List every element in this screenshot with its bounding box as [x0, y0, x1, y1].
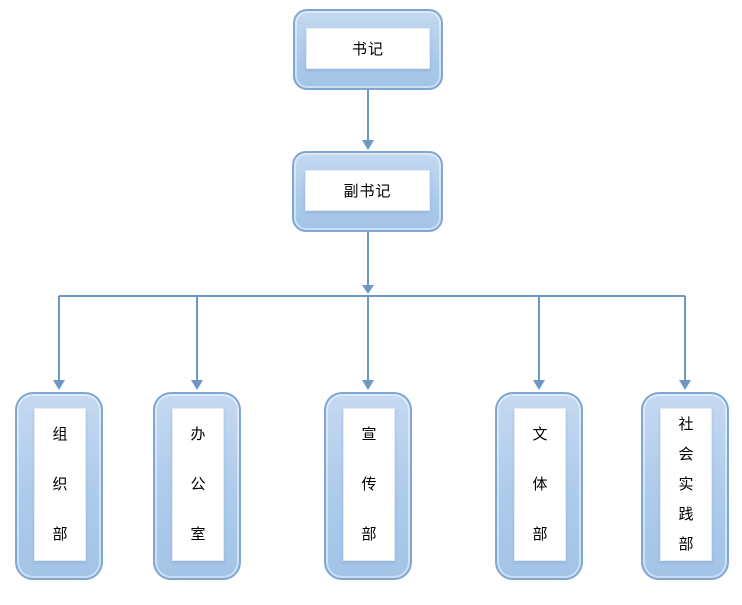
node-publicity-dept-panel: 宣传部 [343, 408, 395, 561]
node-secretary-panel: 书记 [306, 28, 430, 69]
node-office-panel: 办公室 [172, 408, 224, 561]
arrowhead-dept-1 [53, 380, 65, 390]
node-culture-sports-dept-label: 文体部 [532, 425, 548, 544]
node-organization-dept-panel: 组织部 [34, 408, 86, 561]
arrowhead-dept-2 [191, 380, 203, 390]
node-social-practice-dept-label: 社会实践部 [678, 415, 694, 554]
arrowhead-deputy [362, 140, 374, 150]
node-office[interactable]: 办公室 [153, 392, 241, 580]
node-culture-sports-dept-panel: 文体部 [514, 408, 566, 561]
arrowhead-dept-3 [362, 380, 374, 390]
node-deputy-secretary-label: 副书记 [343, 183, 392, 200]
arrowhead-dept-4 [533, 380, 545, 390]
node-social-practice-dept-panel: 社会实践部 [660, 408, 712, 561]
node-secretary[interactable]: 书记 [293, 9, 443, 90]
node-office-label: 办公室 [190, 425, 206, 544]
node-organization-dept[interactable]: 组织部 [15, 392, 103, 580]
arrowhead-dept-5 [679, 380, 691, 390]
node-organization-dept-label: 组织部 [52, 425, 68, 544]
arrowhead-branch [362, 285, 374, 294]
node-deputy-secretary-panel: 副书记 [305, 170, 430, 211]
node-culture-sports-dept[interactable]: 文体部 [495, 392, 583, 580]
node-publicity-dept[interactable]: 宣传部 [324, 392, 412, 580]
node-secretary-label: 书记 [351, 41, 384, 58]
node-publicity-dept-label: 宣传部 [361, 425, 377, 544]
node-deputy-secretary[interactable]: 副书记 [292, 151, 443, 232]
node-social-practice-dept[interactable]: 社会实践部 [641, 392, 729, 580]
